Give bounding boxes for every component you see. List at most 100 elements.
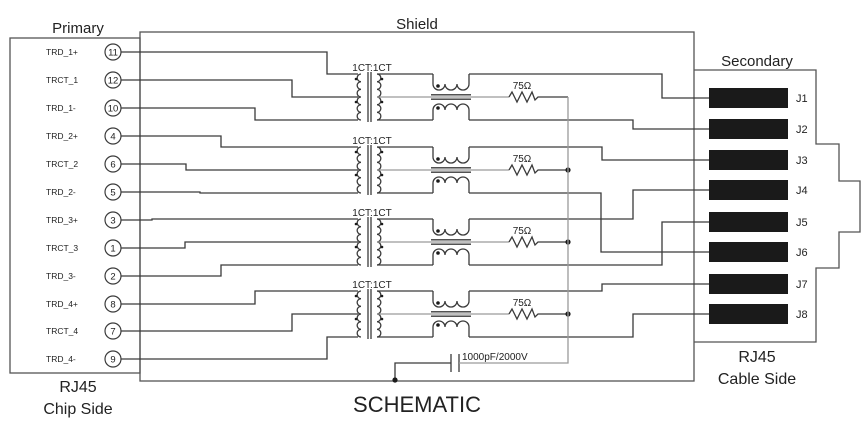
secondary-side-label: Cable Side — [718, 371, 796, 388]
polarity-dot — [380, 294, 384, 298]
choke-polarity-dot — [436, 84, 440, 88]
pin-signal-label: TRD_4+ — [46, 299, 78, 309]
primary-wire — [121, 336, 358, 360]
jack-contact — [709, 242, 788, 262]
capacitor-lead-left — [394, 362, 451, 380]
resistor-value-label: 75Ω — [513, 81, 532, 92]
primary-wire — [121, 51, 358, 75]
transformer-secondary-coil — [376, 146, 382, 194]
jack-contact — [709, 274, 788, 294]
jack-label: J7 — [796, 279, 808, 291]
pin-circle — [104, 127, 122, 145]
pin-circle — [104, 71, 122, 89]
pin-signal-label: TRD_3- — [46, 271, 76, 281]
pin-signal-label: TRD_1+ — [46, 47, 78, 57]
pin-number: 8 — [110, 300, 115, 311]
capacitor-lead-right — [459, 97, 569, 364]
secondary-connector-label: RJ45 — [738, 349, 775, 366]
cable-wire-minus — [469, 313, 709, 338]
pin-number: 6 — [110, 160, 115, 171]
cable-wire-plus — [469, 73, 709, 99]
capacitor-label: 1000pF/2000V — [462, 352, 528, 363]
termination-resistor — [508, 163, 568, 177]
pin-number: 9 — [110, 355, 115, 366]
polarity-dot — [354, 100, 358, 104]
transformer-secondary-coil — [376, 218, 382, 266]
pin-signal-label: TRCT_4 — [46, 326, 78, 336]
cable-wire-minus — [469, 221, 709, 266]
polarity-dot — [380, 100, 384, 104]
cable-wire-minus — [469, 119, 709, 130]
transformer-ratio-label: 1CT:1CT — [352, 280, 391, 291]
channel-1: 1CT:1CT 75Ω — [352, 63, 568, 122]
choke-polarity-dot — [436, 157, 440, 161]
polarity-dot — [354, 150, 358, 154]
cable-wire-plus — [469, 146, 709, 161]
choke-lower-winding — [432, 176, 470, 193]
pin-circle — [104, 211, 122, 229]
termination-resistor — [508, 235, 568, 249]
polarity-dot — [380, 245, 384, 249]
pin-circle — [104, 267, 122, 285]
choke-polarity-dot — [436, 229, 440, 233]
jack-label: J2 — [796, 124, 808, 136]
pin-signal-label: TRD_4- — [46, 354, 76, 364]
jack-contact — [709, 212, 788, 232]
pin-circle — [104, 350, 122, 368]
transformer-primary-coil — [356, 73, 362, 121]
primary-wire — [121, 218, 358, 221]
pin-circle — [104, 43, 122, 61]
termination-resistor — [508, 90, 568, 104]
primary-wire — [121, 313, 358, 332]
pin-circle — [104, 99, 122, 117]
shield-outline — [139, 31, 695, 382]
schematic-title: SCHEMATIC — [353, 392, 481, 417]
jack-contact — [709, 150, 788, 170]
polarity-dot — [354, 294, 358, 298]
primary-wire — [121, 191, 358, 194]
choke-lower-winding — [432, 103, 470, 120]
transformer-ratio-label: 1CT:1CT — [352, 63, 391, 74]
choke-upper-winding — [432, 147, 470, 164]
primary-heading: Primary — [52, 20, 104, 37]
pin-signal-label: TRD_3+ — [46, 215, 78, 225]
jack-label: J3 — [796, 155, 808, 167]
choke-polarity-dot — [436, 323, 440, 327]
ground-junction-dot — [392, 377, 398, 383]
primary-wire — [121, 264, 358, 277]
cable-wire-minus — [469, 192, 709, 253]
transformer-primary-coil — [356, 218, 362, 266]
pin-number: 5 — [110, 188, 115, 199]
secondary-connector-outline — [694, 69, 861, 343]
primary-wire — [121, 135, 358, 148]
primary-wire — [121, 163, 358, 171]
wiring — [121, 51, 709, 360]
pin-number: 3 — [110, 216, 115, 227]
choke-polarity-dot — [436, 106, 440, 110]
choke-lower-winding — [432, 320, 470, 337]
resistor-value-label: 75Ω — [513, 226, 532, 237]
primary-wire — [121, 107, 358, 121]
polarity-dot — [354, 245, 358, 249]
pin-signal-label: TRCT_2 — [46, 159, 78, 169]
shield-capacitor: 1000pF/2000V — [392, 97, 569, 383]
choke-polarity-dot — [436, 251, 440, 255]
polarity-dot — [380, 77, 384, 81]
jack-contact — [709, 180, 788, 200]
jack-label: J4 — [796, 185, 808, 197]
primary-wire — [121, 241, 358, 249]
pin-circle — [104, 295, 122, 313]
pin-number: 4 — [110, 132, 115, 143]
transformer-secondary-coil — [376, 73, 382, 121]
pin-circle — [104, 183, 122, 201]
polarity-dot — [380, 317, 384, 321]
polarity-dot — [380, 150, 384, 154]
cable-wire-plus — [469, 189, 709, 220]
jack-contact — [709, 304, 788, 324]
pin-number: 2 — [110, 272, 115, 283]
polarity-dot — [380, 173, 384, 177]
choke-upper-winding — [432, 291, 470, 308]
